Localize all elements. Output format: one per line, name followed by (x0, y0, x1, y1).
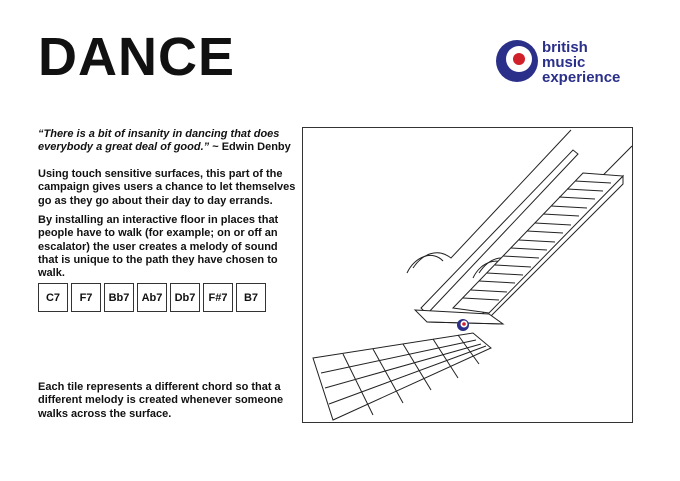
paragraph-installation: By installing an interactive floor in pl… (38, 214, 279, 280)
quote: “There is a bit of insanity in dancing t… (38, 128, 300, 155)
roundel-icon (496, 40, 538, 82)
chord-tile: Db7 (170, 283, 200, 312)
brand-logo: british music experience (494, 38, 644, 90)
chord-tile: F7 (71, 283, 101, 312)
logo-line-3: experience (542, 69, 621, 86)
quote-text: “There is a bit of insanity in dancing t… (38, 128, 280, 154)
chord-tile: C7 (38, 283, 68, 312)
logo-line-1: british (542, 39, 588, 56)
escalator-illustration (302, 127, 633, 423)
chord-tiles: C7 F7 Bb7 Ab7 Db7 F#7 B7 (38, 283, 266, 312)
escalator-drawing (312, 129, 632, 421)
page-title: DANCE (38, 27, 236, 87)
paragraph-intro: Using touch sensitive surfaces, this par… (38, 168, 296, 207)
paragraph-tiles: Each tile represents a different chord s… (38, 381, 284, 420)
logo-wordmark: british music experience (542, 40, 620, 85)
chord-tile: B7 (236, 283, 266, 312)
quote-author: ~ Edwin Denby (212, 141, 291, 154)
chord-tile: Bb7 (104, 283, 134, 312)
logo-line-2: music (542, 54, 586, 71)
chord-tile: F#7 (203, 283, 233, 312)
chord-tile: Ab7 (137, 283, 167, 312)
